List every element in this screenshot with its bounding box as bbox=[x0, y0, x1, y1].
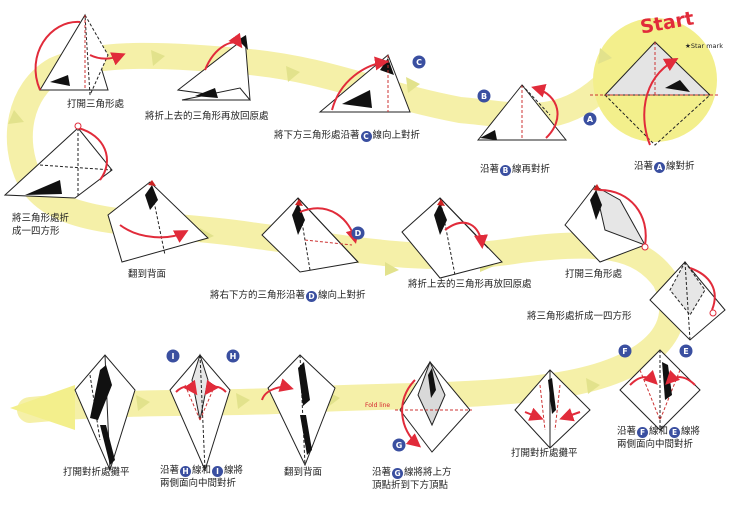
badge-E: E bbox=[679, 344, 693, 358]
badge-G: G bbox=[392, 438, 406, 452]
badge-I-text: I bbox=[172, 352, 175, 361]
badge-C: C bbox=[412, 55, 426, 69]
step15-figure bbox=[261, 354, 336, 467]
step2-figure bbox=[476, 83, 568, 141]
step9-caption: 將折上去的三角形再放回原處 bbox=[408, 279, 532, 290]
step4-caption: 將折上去的三角形再放回原處 bbox=[145, 111, 269, 122]
step17-figure bbox=[74, 354, 136, 472]
badge-F-text: F bbox=[622, 347, 627, 356]
badge-A: A bbox=[583, 112, 597, 126]
badge-G-text: G bbox=[396, 441, 403, 450]
step10-figure bbox=[564, 184, 649, 263]
badge-B-text: B bbox=[481, 92, 487, 101]
badge-H-text: H bbox=[230, 352, 237, 361]
step5-figure bbox=[34, 13, 126, 96]
step7-caption: 翻到背面 bbox=[128, 269, 167, 280]
star-mark-label: ★Star mark bbox=[685, 42, 723, 50]
step3-figure bbox=[318, 54, 411, 113]
badge-A-text: A bbox=[587, 115, 594, 124]
step13-figure bbox=[514, 369, 591, 449]
step17-caption: 打開對折處攤平 bbox=[63, 467, 130, 478]
badge-B: B bbox=[477, 89, 491, 103]
badge-C-text: C bbox=[416, 58, 422, 67]
finish-arrow bbox=[10, 385, 75, 430]
step1-figure bbox=[590, 41, 720, 146]
step6-caption: 將三角形處折成一四方形 bbox=[12, 213, 70, 237]
step6-figure bbox=[3, 122, 113, 199]
step12-figure bbox=[619, 349, 701, 431]
badge-F: F bbox=[618, 344, 632, 358]
fold-line-badges: A B C D E F G H I bbox=[166, 55, 693, 452]
fold-line-label: Fold line bbox=[365, 402, 391, 409]
step4-figure bbox=[176, 32, 252, 101]
step16-figure bbox=[169, 353, 231, 472]
step5-caption: 打開三角形處 bbox=[67, 99, 125, 110]
badge-E-text: E bbox=[683, 347, 688, 356]
badge-D: D bbox=[351, 226, 365, 240]
badge-H: H bbox=[226, 349, 240, 363]
step14-figure bbox=[395, 360, 472, 453]
step11-figure bbox=[649, 261, 726, 341]
step13-caption: 打開對折處攤平 bbox=[511, 448, 578, 459]
step7-figure bbox=[107, 180, 209, 263]
step15-caption: 翻到背面 bbox=[284, 467, 323, 478]
step11-caption: 將三角形處折成一四方形 bbox=[527, 311, 632, 322]
step10-caption: 打開三角形處 bbox=[565, 269, 623, 280]
step9-figure bbox=[401, 197, 503, 279]
badge-D-text: D bbox=[355, 229, 362, 238]
badge-I: I bbox=[166, 349, 180, 363]
